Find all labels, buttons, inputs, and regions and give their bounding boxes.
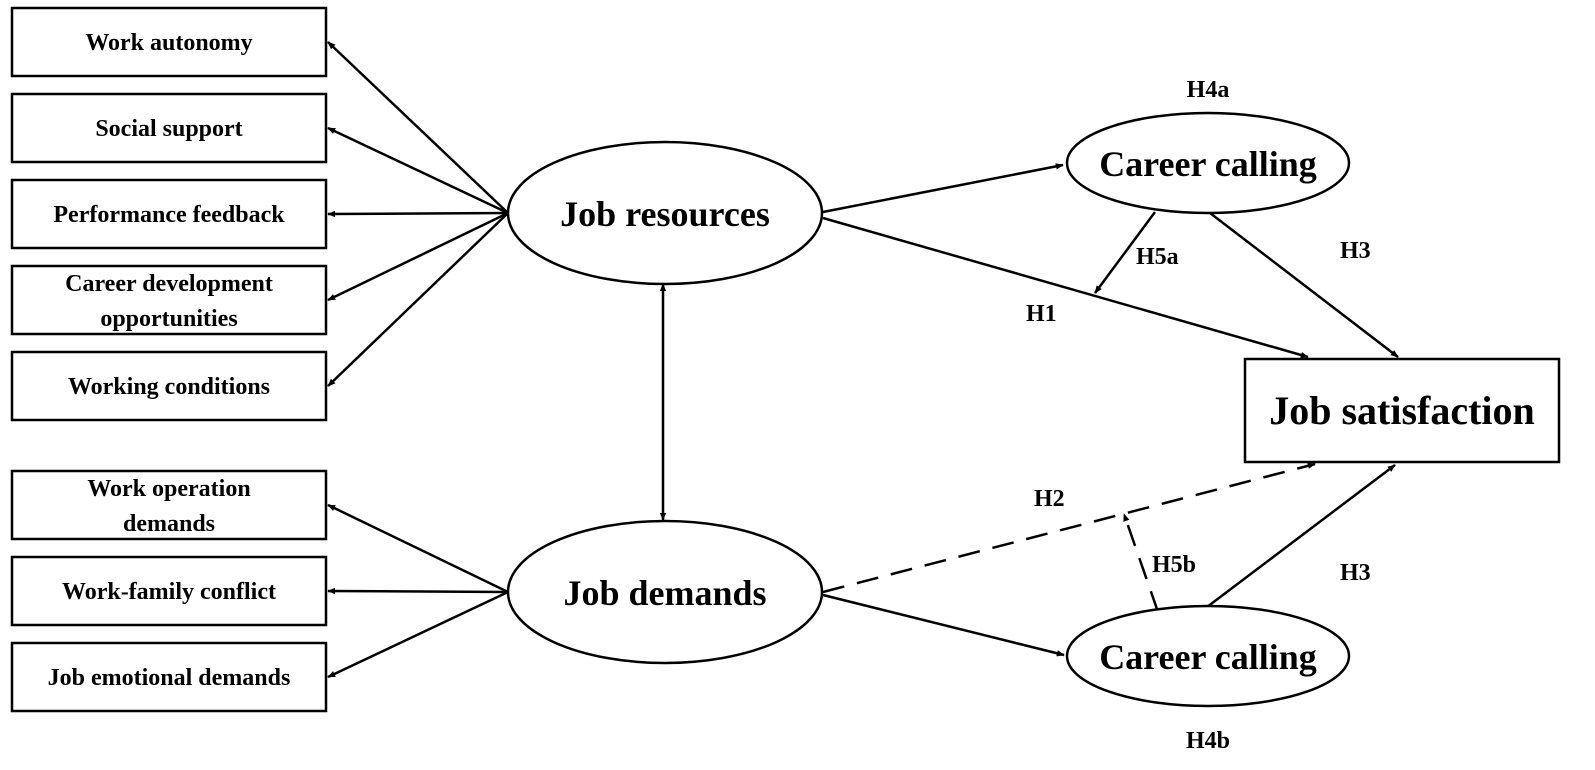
node-label: Job satisfaction xyxy=(1269,388,1535,433)
indicator-social-support: Social support xyxy=(10,92,328,164)
path-h4a xyxy=(822,163,1064,214)
indicator-label: Working conditions xyxy=(68,374,270,400)
label-h3-bottom: H3 xyxy=(1340,560,1371,586)
node-career-calling-top: Career calling xyxy=(1065,111,1351,215)
indicator-label: Work-family conflict xyxy=(62,579,276,605)
indicator-label: Social support xyxy=(95,116,242,142)
indicator-performance-feedback: Performance feedback xyxy=(10,178,328,250)
path-h4b xyxy=(822,593,1065,657)
arrow-to-social-support xyxy=(327,126,509,215)
node-job-demands: Job demands xyxy=(506,519,824,665)
node-label: Job resources xyxy=(560,194,770,234)
node-job-resources: Job resources xyxy=(506,140,824,286)
resource-indicators: Work autonomy Social support Performance… xyxy=(10,6,328,422)
arrow-to-work-autonomy xyxy=(327,41,509,214)
path-h5a xyxy=(1093,211,1157,294)
label-h2: H2 xyxy=(1034,486,1065,512)
structural-paths xyxy=(822,163,1399,657)
node-label: Career calling xyxy=(1099,637,1317,677)
indicator-work-family-conflict: Work-family conflict xyxy=(10,555,328,627)
arrow-to-career-development xyxy=(327,211,509,302)
path-h2 xyxy=(822,462,1316,594)
indicator-work-autonomy: Work autonomy xyxy=(10,6,328,78)
indicator-work-operation-demands: Work operation demands xyxy=(10,469,328,541)
node-job-satisfaction: Job satisfaction xyxy=(1243,357,1561,464)
indicator-label: Performance feedback xyxy=(53,202,285,228)
node-label: Career calling xyxy=(1099,144,1317,184)
node-career-calling-bottom: Career calling xyxy=(1065,604,1351,708)
hypothesis-labels: H4a H5a H3 H1 H2 H5b H3 H4b xyxy=(1026,77,1371,754)
label-h5b: H5b xyxy=(1152,552,1196,578)
indicator-label: Work autonomy xyxy=(85,30,252,56)
path-h5b xyxy=(1122,513,1160,613)
indicator-career-development-opportunities: Career development opportunities xyxy=(10,264,328,336)
arrow-to-work-family-conflict xyxy=(327,587,509,595)
path-h3-top xyxy=(1209,212,1399,358)
path-h3-bottom xyxy=(1206,464,1396,608)
path-h1 xyxy=(822,216,1309,359)
indicator-label: Job emotional demands xyxy=(48,665,291,691)
arrow-to-performance-feedback xyxy=(327,210,509,218)
label-h1: H1 xyxy=(1026,301,1057,327)
indicator-label-line1: Work operation xyxy=(87,476,250,502)
label-h4b: H4b xyxy=(1186,728,1230,754)
arrow-to-work-operation-demands xyxy=(327,503,509,594)
arrow-to-working-conditions xyxy=(327,212,509,387)
label-h5a: H5a xyxy=(1136,244,1179,270)
label-h3-top: H3 xyxy=(1340,238,1371,264)
node-label: Job demands xyxy=(563,573,766,613)
indicator-arrows xyxy=(327,41,509,679)
indicator-label-line1: Career development xyxy=(65,271,273,297)
label-h4a: H4a xyxy=(1187,77,1230,103)
indicator-label-line2: demands xyxy=(123,511,215,537)
indicator-working-conditions: Working conditions xyxy=(10,350,328,422)
indicator-label-line2: opportunities xyxy=(100,306,237,332)
indicator-job-emotional-demands: Job emotional demands xyxy=(10,641,328,713)
arrow-to-job-emotional-demands xyxy=(327,590,509,679)
demand-indicators: Work operation demands Work-family confl… xyxy=(10,469,328,713)
